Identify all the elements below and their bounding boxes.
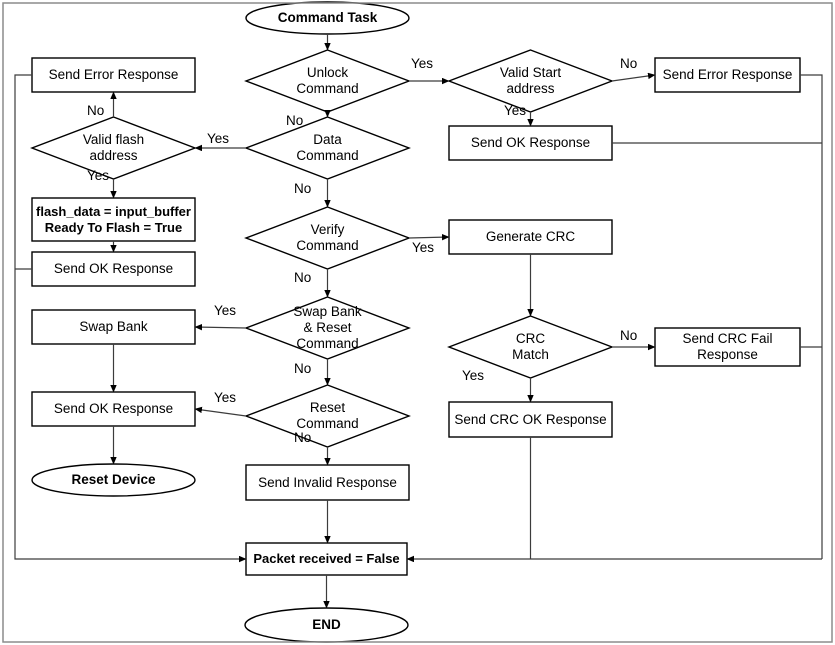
node-unlock_cmd[interactable] (246, 50, 409, 112)
node-swap_bank[interactable] (32, 310, 195, 344)
edge-reset-yes-to-sendok (194, 406, 247, 417)
edge-validstart-no-to-senderr (611, 72, 656, 82)
edge-verify-yes-to-gencrc (408, 233, 450, 241)
node-shape-send_crc_fail (654, 327, 801, 367)
node-send_ok_reset[interactable] (32, 392, 195, 426)
node-send_err_right[interactable] (655, 58, 800, 92)
node-swap_reset_cmd[interactable] (246, 297, 409, 359)
node-flash_assign[interactable] (32, 198, 195, 241)
edge-left-bus-to-packet (14, 74, 247, 563)
edge-senderr-right-to-bus (800, 74, 823, 559)
edge-swapreset-yes-to-swapbank (194, 323, 247, 331)
node-data_cmd[interactable] (246, 117, 409, 179)
node-reset_cmd[interactable] (246, 385, 409, 447)
node-shape-send_ok_reset (31, 391, 196, 427)
node-send_ok_right[interactable] (449, 126, 612, 160)
node-send_crc_ok[interactable] (449, 402, 612, 437)
node-generate_crc[interactable] (449, 220, 612, 254)
node-valid_flash[interactable] (32, 117, 195, 179)
node-shape-send_crc_ok (448, 401, 613, 438)
node-crc_match[interactable] (449, 316, 612, 378)
node-start[interactable] (246, 2, 409, 34)
node-packet_false[interactable] (246, 543, 407, 575)
node-send_crc_fail[interactable] (655, 328, 800, 366)
node-valid_start[interactable] (449, 50, 612, 112)
node-send_err_left[interactable] (32, 58, 195, 92)
node-end[interactable] (245, 608, 408, 642)
node-reset_device[interactable] (32, 464, 195, 496)
node-verify_cmd[interactable] (246, 207, 409, 269)
node-shape-send_err_right (654, 57, 801, 93)
node-send_ok_flash[interactable] (32, 252, 195, 286)
node-send_invalid[interactable] (246, 465, 409, 500)
node-shape-swap_bank (31, 309, 196, 345)
